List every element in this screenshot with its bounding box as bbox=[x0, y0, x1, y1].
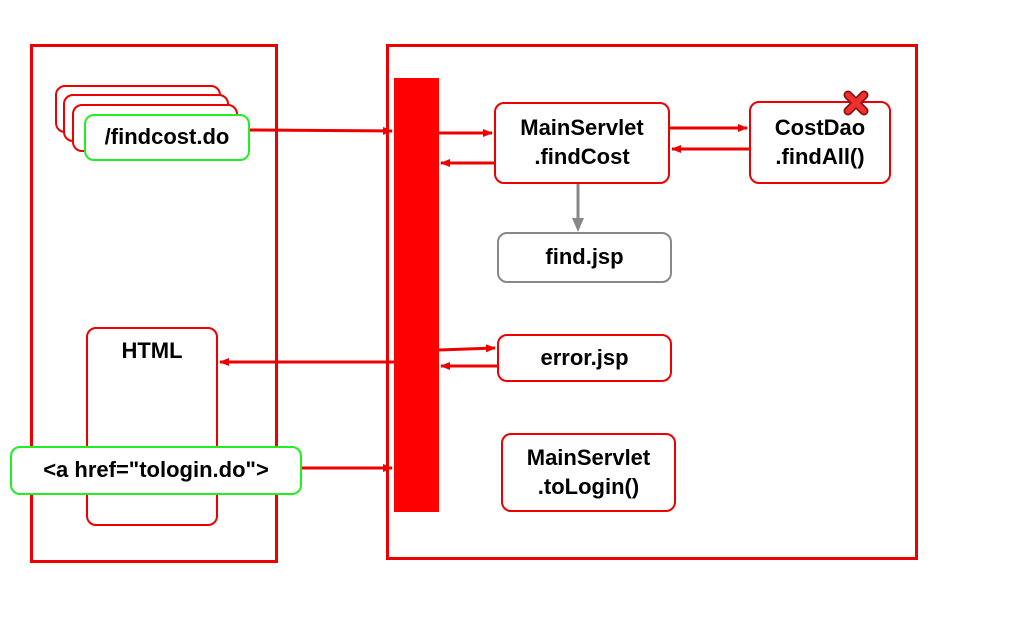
controller-bar bbox=[394, 78, 439, 512]
findcost-line2: .findCost bbox=[534, 144, 630, 169]
html-page-label: HTML bbox=[121, 338, 183, 363]
costdao-line2: .findAll() bbox=[775, 143, 865, 169]
tologin-link: <a href="tologin.do"> bbox=[10, 446, 302, 495]
main-servlet-tologin: MainServlet .toLogin() bbox=[501, 433, 676, 512]
arrow-findcost-to-findjsp-head bbox=[572, 218, 584, 232]
find-jsp-label: find.jsp bbox=[545, 244, 624, 270]
find-jsp: find.jsp bbox=[497, 232, 672, 283]
findcost-request-label: /findcost.do bbox=[104, 124, 230, 150]
main-servlet-findcost: MainServlet .findCost bbox=[494, 102, 670, 184]
arrow-request-to-controller bbox=[249, 126, 393, 135]
findcost-request: /findcost.do bbox=[84, 114, 250, 161]
costdao-findall: CostDao .findAll() bbox=[749, 101, 891, 184]
error-jsp-label: error.jsp bbox=[540, 344, 629, 370]
server-frame bbox=[386, 44, 918, 560]
arrow-controller-to-error bbox=[438, 344, 496, 353]
error-jsp: error.jsp bbox=[497, 334, 672, 382]
tologin-link-label: <a href="tologin.do"> bbox=[43, 457, 269, 483]
x-mark-icon bbox=[843, 90, 869, 116]
costdao-line1: CostDao bbox=[774, 114, 866, 140]
client-frame bbox=[30, 44, 278, 563]
tologin-line1: MainServlet bbox=[526, 444, 651, 470]
findcost-line1: MainServlet bbox=[520, 115, 644, 141]
tologin-line2: .toLogin() bbox=[537, 473, 640, 499]
